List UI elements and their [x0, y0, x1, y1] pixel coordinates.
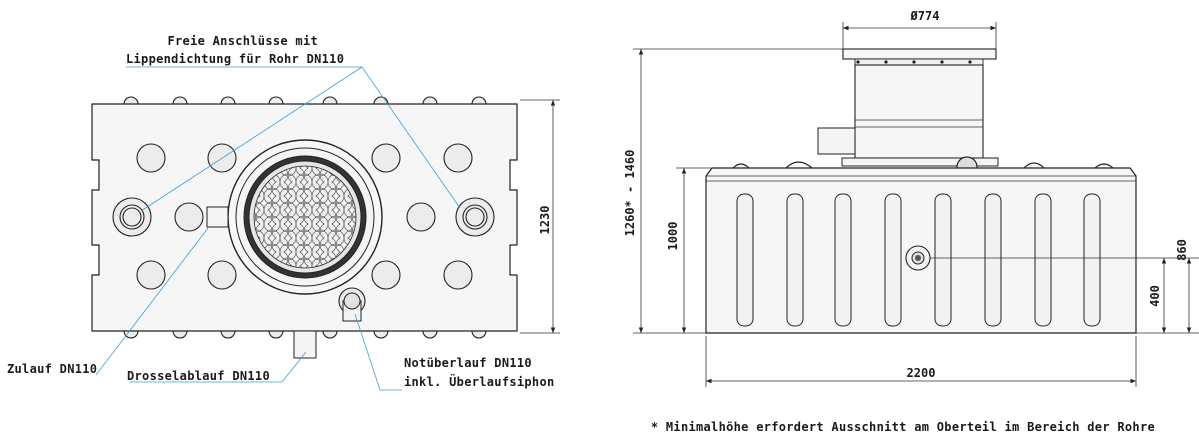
cover-plate-studs [856, 60, 972, 64]
dim-1000-text: 1000 [666, 222, 680, 251]
dim-2200 [705, 336, 1137, 387]
top-view [91, 66, 560, 391]
label-connections-line2: Lippendichtung für Rohr DN110 [126, 52, 344, 66]
left-connection [112, 197, 152, 237]
dim-total-height [633, 48, 843, 334]
label-overflow-line1: Notüberlauf DN110 [404, 356, 532, 370]
label-connections-line1: Freie Anschlüsse mit [168, 34, 319, 48]
dim-860 [930, 257, 1199, 334]
dim-2200-text: 2200 [907, 366, 936, 380]
throttle-pipe [293, 330, 317, 359]
leader-lines [95, 66, 461, 391]
side-outlet [905, 245, 931, 271]
cover-plate [842, 48, 997, 60]
footnote: * Minimalhöhe erfordert Ausschnitt am Ob… [651, 420, 1155, 434]
central-cover [206, 139, 383, 295]
dim-860-text: 860 [1175, 239, 1189, 261]
side-view [633, 22, 1199, 387]
tank-ribs [736, 193, 1101, 327]
right-connection [455, 197, 495, 237]
label-overflow-line2: inkl. Überlaufsiphon [404, 374, 555, 389]
dim-400-text: 400 [1148, 285, 1162, 307]
riser-shaft [854, 64, 984, 159]
tank-top-bumps [732, 161, 1114, 169]
dim-1000 [676, 167, 712, 333]
label-inlet: Zulauf DN110 [7, 362, 97, 376]
dim-1230 [520, 99, 560, 334]
dim-1230-text: 1230 [538, 206, 552, 235]
overflow-siphon [338, 287, 366, 322]
dim-774 [842, 22, 997, 49]
port-holes [136, 143, 473, 290]
label-throttle: Drosselablauf DN110 [127, 369, 270, 383]
dim-total-height-text: 1260* - 1460 [623, 150, 637, 237]
riser-inlet-pipe [817, 127, 856, 155]
dim-774-text: Ø774 [910, 9, 940, 23]
